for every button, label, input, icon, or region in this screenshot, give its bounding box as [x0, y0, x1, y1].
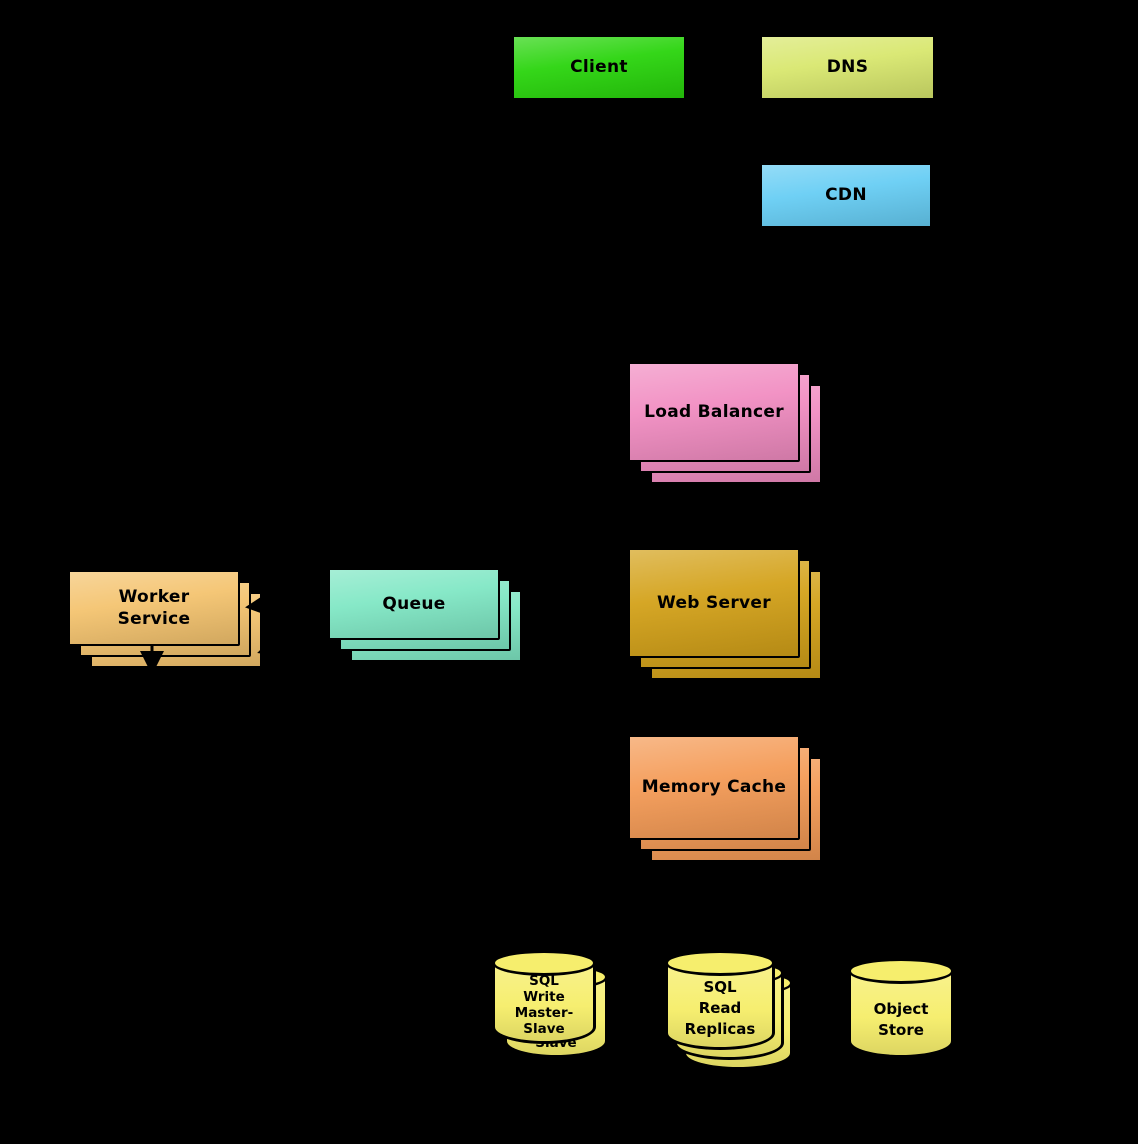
node-label: DNS — [826, 57, 869, 78]
database-cylinder — [848, 971, 954, 1058]
database-cylinder-top — [492, 950, 596, 976]
node-label: SQL Write Master- Slave — [514, 973, 574, 1037]
node-box: Web Server — [628, 548, 800, 658]
node-box: Memory Cache — [628, 735, 800, 840]
node-box: Client — [512, 35, 686, 100]
node-label: Load Balancer — [644, 401, 784, 422]
node-label: Client — [570, 57, 628, 78]
node-box: Queue — [328, 568, 500, 640]
node-dns: DNS — [760, 35, 935, 100]
node-box: SQL Write Master- Slave — [492, 950, 596, 1044]
node-client: Client — [512, 35, 686, 100]
node-sql-read-replicas: SQL Read Replicas — [665, 950, 793, 1070]
node-queue: Queue — [328, 568, 522, 662]
node-box: CDN — [760, 163, 932, 228]
node-label: Object Store — [873, 1000, 929, 1039]
database-cylinder-top — [848, 958, 954, 984]
edge-queue-to-worker-service-stack — [257, 628, 327, 657]
node-box: Object Store — [848, 958, 954, 1058]
node-worker-service: Worker Service — [68, 570, 262, 668]
node-load-balancer: Load Balancer — [628, 362, 822, 484]
database-cylinder-top — [665, 950, 775, 976]
node-label: CDN — [825, 185, 867, 206]
node-box: Load Balancer — [628, 362, 800, 462]
node-web-server: Web Server — [628, 548, 822, 680]
node-memory-cache: Memory Cache — [628, 735, 822, 862]
node-box: Worker Service — [68, 570, 240, 646]
node-cdn: CDN — [760, 163, 932, 228]
node-object-store: Object Store — [848, 958, 954, 1058]
node-sql-write-master-slave: SQL Write Master- Slave SQL Write Master… — [492, 950, 608, 1058]
node-box: DNS — [760, 35, 935, 100]
node-box: SQL Read Replicas — [665, 950, 775, 1050]
node-label: Queue — [382, 593, 446, 614]
node-label: SQL Read Replicas — [684, 978, 756, 1038]
node-label: Memory Cache — [641, 777, 787, 798]
database-cylinder — [492, 963, 596, 1044]
node-label: Web Server — [657, 592, 771, 613]
database-cylinder — [665, 963, 775, 1050]
node-label: Worker Service — [117, 586, 191, 629]
